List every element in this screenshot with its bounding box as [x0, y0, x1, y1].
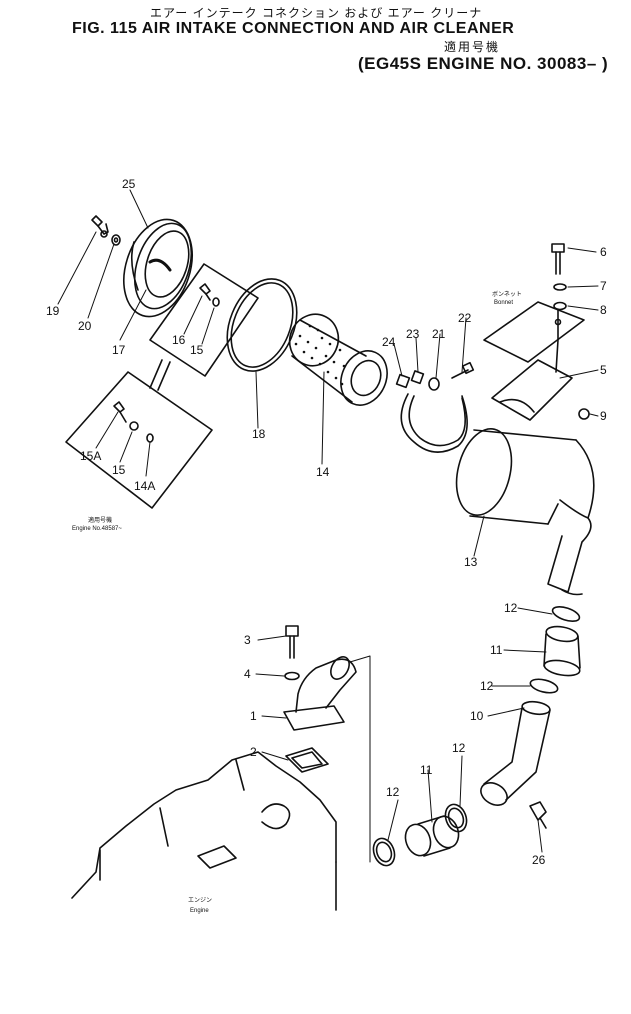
callout-16: 16	[172, 333, 186, 347]
inset-box-16-15	[149, 263, 259, 377]
callout-15A: 15A	[80, 449, 101, 463]
part-10-pipe	[480, 700, 551, 806]
part-24-nut	[395, 373, 411, 389]
part-19-wing-nut	[91, 215, 109, 238]
callout-23: 23	[406, 327, 420, 341]
inset-applicability: Engine No.48587~	[72, 526, 122, 532]
part-12-clamp-a	[551, 606, 581, 622]
callout-11-a: 11	[490, 643, 503, 657]
bonnet-label-jp: ボンネット	[492, 290, 522, 298]
part-12-clamp-d	[372, 837, 396, 867]
callout-2: 2	[250, 745, 257, 759]
part-6-bolt	[551, 243, 565, 275]
callout-21: 21	[432, 327, 446, 341]
part-5-bracket	[491, 359, 573, 421]
callout-15-lower: 15	[112, 463, 126, 477]
part-14-element	[288, 313, 388, 406]
part-18-gasket	[226, 278, 298, 372]
callout-13: 13	[464, 555, 478, 569]
callout-25: 25	[122, 177, 136, 191]
part-2-gasket	[285, 747, 329, 773]
part-3-bolt	[285, 625, 299, 659]
small-labels: ボンネット Bonnet 適用号機 Engine No.48587~ エンジン …	[72, 290, 522, 914]
part-22-bolt	[451, 361, 475, 379]
callout-numbers: 25 19 20 17 16 15 15A 15 14A 18 14 24 23…	[46, 177, 607, 867]
inset-box-15a	[65, 371, 213, 509]
callout-19: 19	[46, 304, 60, 318]
part-26-fitting	[529, 801, 547, 829]
part-12-clamp-c	[444, 803, 468, 833]
engine-label-jp: エンジン	[188, 897, 212, 904]
callout-5: 5	[600, 363, 607, 377]
callout-11-b: 11	[420, 763, 433, 777]
part-7-washer	[553, 283, 567, 291]
callout-14A: 14A	[134, 479, 155, 493]
engine-outline	[71, 751, 337, 911]
callout-20: 20	[78, 319, 92, 333]
inset-link-lines	[149, 359, 171, 391]
callout-12-a: 12	[504, 601, 518, 615]
bonnet-leader	[555, 309, 559, 373]
applicability-japanese: 適用号機	[444, 40, 501, 54]
callout-22: 22	[458, 311, 472, 325]
callout-9: 9	[600, 409, 607, 423]
callout-18: 18	[252, 427, 266, 441]
part-8-washer	[553, 301, 567, 311]
bonnet-plate	[483, 301, 585, 363]
part-4-washer	[284, 671, 300, 681]
part-1-elbow	[283, 656, 357, 731]
part-9-nut	[578, 408, 590, 420]
callout-1: 1	[250, 709, 257, 723]
callout-12-c: 12	[452, 741, 466, 755]
part-13-cleaner-body	[455, 428, 595, 596]
inset-applicability-jp: 適用号機	[88, 516, 112, 524]
callout-8: 8	[600, 303, 607, 317]
callout-17: 17	[112, 343, 126, 357]
part-21-washer	[428, 377, 440, 391]
callout-14: 14	[316, 465, 330, 479]
callout-3: 3	[244, 633, 251, 647]
part-20-washer	[111, 234, 121, 246]
callout-4: 4	[244, 667, 251, 681]
callout-26: 26	[532, 853, 546, 867]
callout-7: 7	[600, 279, 607, 293]
part-11-hose-a	[543, 625, 581, 677]
part-11-hose-b	[404, 815, 460, 857]
figure-title: FIG. 115 AIR INTAKE CONNECTION AND AIR C…	[72, 20, 515, 37]
applicability-note: (EG45S ENGINE NO. 30083– )	[358, 54, 609, 73]
callout-24: 24	[382, 335, 396, 349]
engine-label: Engine	[190, 908, 209, 914]
callout-10: 10	[470, 709, 484, 723]
leader-lines	[57, 189, 599, 863]
band-clamp	[400, 393, 468, 453]
part-23-nut	[410, 370, 425, 385]
callout-12-b: 12	[480, 679, 494, 693]
part-25-cover	[123, 218, 193, 318]
callout-15-upper: 15	[190, 343, 204, 357]
bonnet-label: Bonnet	[494, 300, 513, 306]
part-12-clamp-b	[529, 678, 559, 694]
title-japanese: エアー インテーク コネクション および エアー クリーナ	[150, 6, 483, 20]
callout-12-d: 12	[386, 785, 400, 799]
callout-6: 6	[600, 245, 607, 259]
